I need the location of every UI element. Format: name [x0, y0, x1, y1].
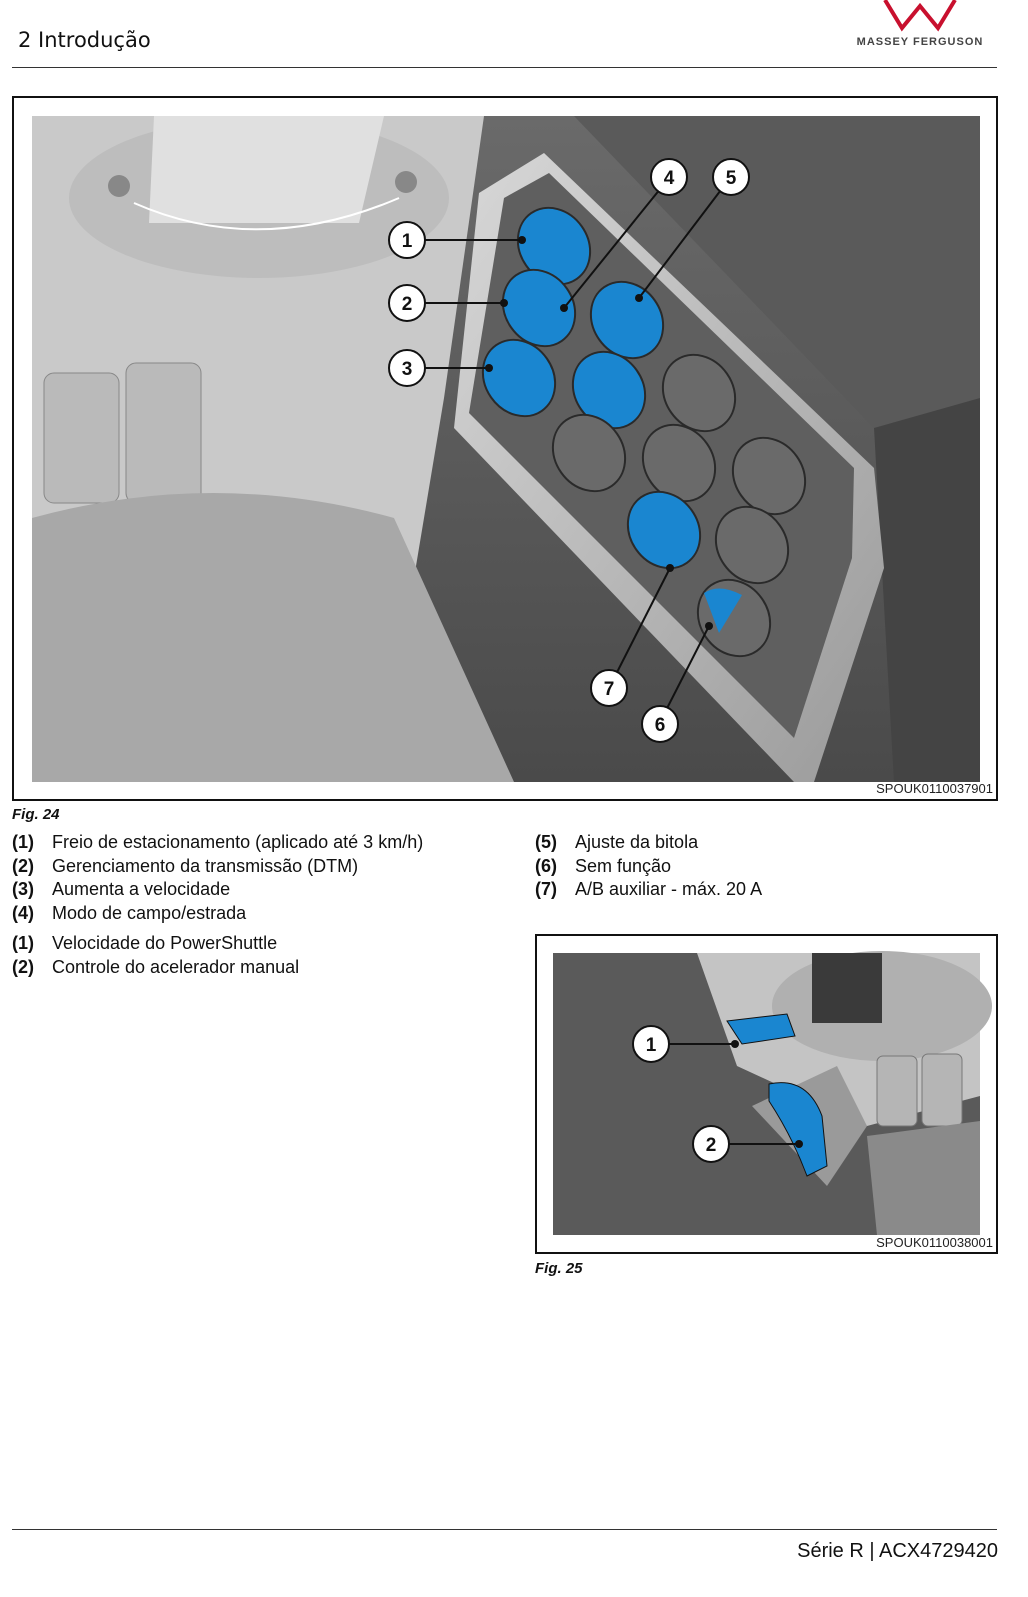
figure-25: 1 2 SPOUK0110038001	[535, 934, 998, 1254]
legend-fig24-right: (5)Ajuste da bitola (6)Sem função (7)A/B…	[535, 831, 762, 902]
console-illustration-fig25: 1 2	[553, 951, 992, 1235]
figure-24-code: SPOUK0110037901	[876, 781, 993, 796]
legend-fig25: (1)Velocidade do PowerShuttle (2)Control…	[12, 932, 299, 979]
footer-divider	[12, 1529, 997, 1530]
footer-text: Série R | ACX4729420	[797, 1540, 998, 1562]
massey-ferguson-logo: MASSEY FERGUSON	[850, 0, 990, 56]
brand-name: MASSEY FERGUSON	[856, 36, 984, 48]
console-illustration-fig24: 1 2 3 4 5 6 7	[32, 116, 980, 782]
callout-5: 5	[726, 168, 737, 189]
figure-25-caption: Fig. 25	[535, 1260, 583, 1277]
figure-25-code: SPOUK0110038001	[876, 1235, 993, 1250]
legend-item: (7)A/B auxiliar - máx. 20 A	[535, 879, 763, 899]
callout-2: 2	[402, 294, 413, 315]
legend-item: (1)Velocidade do PowerShuttle	[12, 933, 278, 953]
header-divider	[12, 67, 997, 68]
callout-7: 7	[604, 679, 615, 700]
callout-1: 1	[402, 231, 413, 252]
section-title: 2 Introdução	[18, 28, 151, 52]
legend-fig24-left: (1)Freio de estacionamento (aplicado até…	[12, 831, 423, 925]
legend-item: (3)Aumenta a velocidade	[12, 879, 231, 899]
fig25-callout-1: 1	[646, 1035, 657, 1056]
figure-24-caption: Fig. 24	[12, 806, 60, 823]
logo-mark-icon	[883, 0, 957, 32]
callout-6: 6	[655, 715, 666, 736]
callout-3: 3	[402, 359, 413, 380]
legend-item: (2)Gerenciamento da transmissão (DTM)	[12, 855, 359, 876]
fig25-callout-2: 2	[706, 1135, 717, 1156]
legend-item: (4)Modo de campo/estrada	[12, 902, 247, 923]
figure-24: 1 2 3 4 5 6 7 SPOUK0110037901	[12, 96, 998, 801]
legend-item: (5)Ajuste da bitola	[535, 832, 699, 852]
legend-item: (2)Controle do acelerador manual	[12, 956, 300, 977]
callout-4: 4	[664, 168, 675, 189]
legend-item: (1)Freio de estacionamento (aplicado até…	[12, 832, 424, 852]
legend-item: (6)Sem função	[535, 855, 672, 876]
